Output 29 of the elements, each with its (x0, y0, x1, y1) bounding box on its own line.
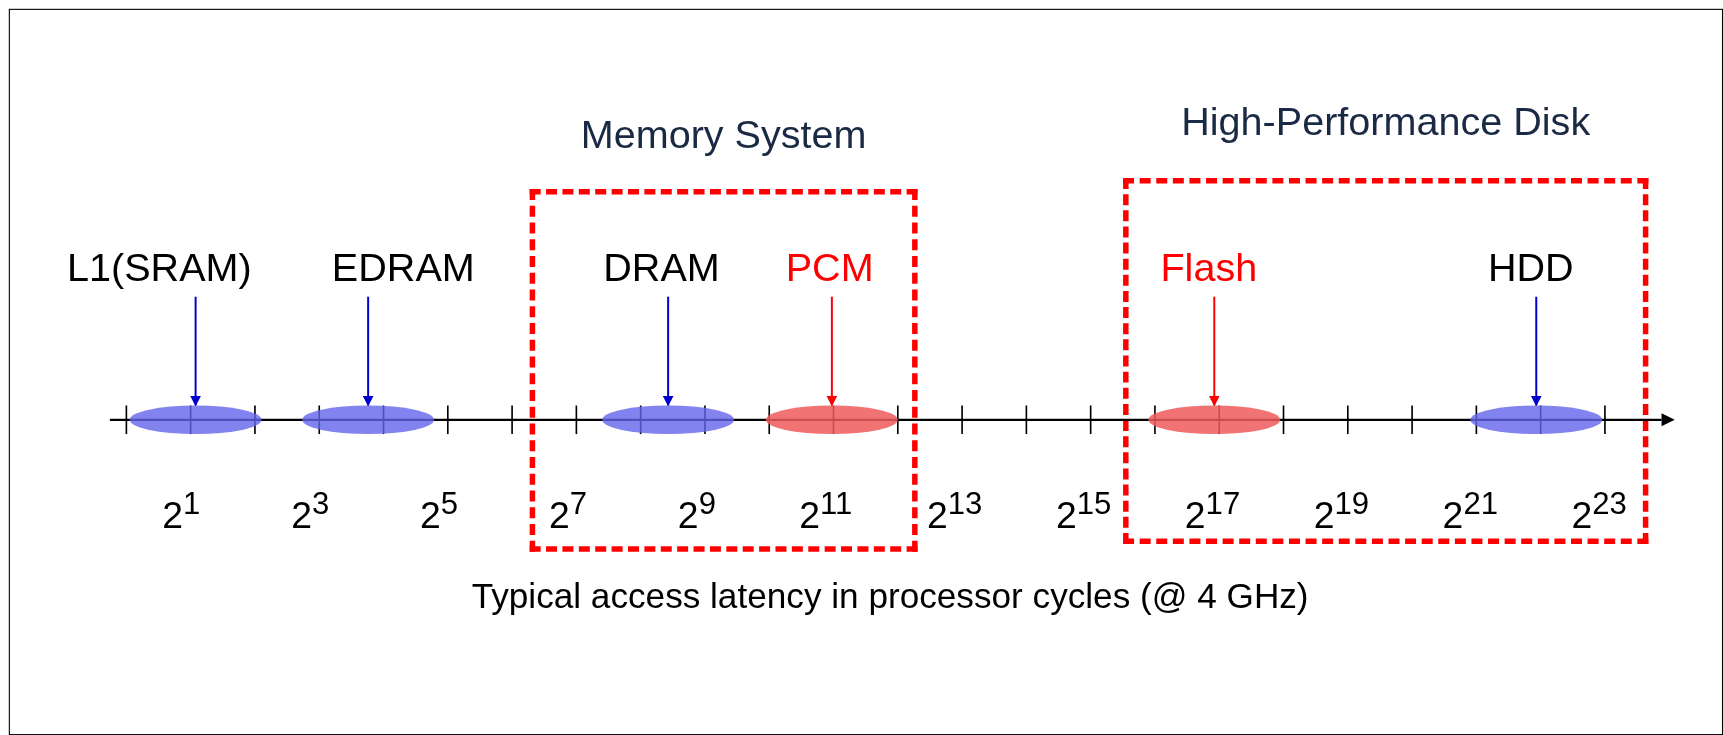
arrow (362, 295, 374, 407)
tick-label: 2$^{1}$ (161, 484, 202, 538)
tick-label: 2$^{21}$ (1441, 484, 1500, 538)
tick-label: 2$^{15}$ (1054, 484, 1113, 538)
tick-label: 2$^{9}$ (676, 484, 717, 538)
latency-range-ellipse (1470, 405, 1603, 435)
latency-range-ellipse (1148, 405, 1281, 435)
tick-label: 2$^{3}$ (290, 484, 331, 538)
component-label: EDRAM (304, 243, 503, 293)
tick-label: 2$^{17}$ (1183, 484, 1242, 538)
tick-label: 2$^{7}$ (547, 484, 589, 538)
component-label: HDD (1431, 243, 1630, 293)
arrow (662, 295, 674, 407)
tick-label: 2$^{23}$ (1570, 484, 1628, 538)
arrow (1208, 295, 1220, 407)
tick-label: 2$^{11}$ (798, 484, 854, 538)
latency-range-ellipse (765, 405, 898, 435)
tick-label: 2$^{5}$ (419, 484, 460, 538)
arrow (190, 295, 202, 407)
arrow (826, 295, 838, 407)
component-label: L1(SRAM) (60, 243, 259, 293)
arrow (1530, 295, 1542, 407)
component-label: Flash (1109, 243, 1308, 293)
tick-label: 2$^{13}$ (926, 484, 984, 538)
group-title: High-Performance Disk (1180, 97, 1592, 146)
latency-range-ellipse (129, 405, 262, 435)
tick-label: 2$^{19}$ (1312, 484, 1371, 538)
axis-title: Typical access latency in processor cycles (@ 4 GHz) (470, 574, 1310, 618)
group-title: Memory System (579, 111, 868, 160)
